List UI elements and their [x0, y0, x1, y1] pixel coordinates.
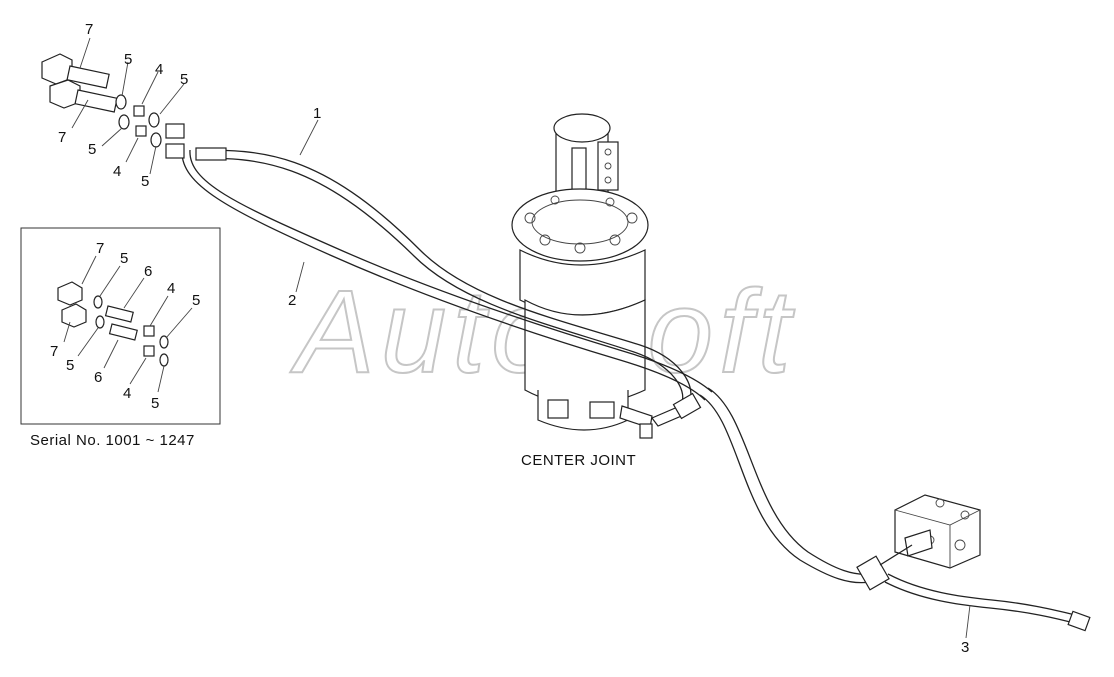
callout-7-top: 7: [85, 21, 93, 38]
inset-panel: [20, 227, 221, 425]
callout-5-bottom-right: 5: [141, 173, 149, 190]
center-joint-caption: CENTER JOINT: [521, 452, 636, 469]
inset-callout-4-top: 4: [167, 280, 175, 297]
callout-4-top: 4: [155, 61, 163, 78]
inset-callout-7-bottom: 7: [50, 343, 58, 360]
callout-7-bottom: 7: [58, 129, 66, 146]
callout-5-top: 5: [124, 51, 132, 68]
inset-callout-5-bottom-right: 5: [151, 395, 159, 412]
valve-block: [879, 494, 981, 569]
inset-serial-caption: Serial No. 1001 ~ 1247: [30, 432, 195, 449]
callout-5-top-right: 5: [180, 71, 188, 88]
inset-callout-5-top-right: 5: [192, 292, 200, 309]
inset-callout-7-top: 7: [96, 240, 104, 257]
callout-5-bottom: 5: [88, 141, 96, 158]
callout-2: 2: [288, 292, 296, 309]
inset-callout-4-bottom: 4: [123, 385, 131, 402]
callout-3: 3: [961, 639, 969, 656]
inset-callout-6-top: 6: [144, 263, 152, 280]
callout-4-bottom: 4: [113, 163, 121, 180]
leader-lines: [71, 37, 971, 639]
inset-callout-5-bottom: 5: [66, 357, 74, 374]
hose-lines: [181, 147, 1091, 632]
callout-1: 1: [313, 105, 321, 122]
inset-callout-6-bottom: 6: [94, 369, 102, 386]
top-left-fittings: [41, 53, 185, 159]
center-joint-assembly: [511, 113, 687, 439]
inset-callout-5-top: 5: [120, 250, 128, 267]
